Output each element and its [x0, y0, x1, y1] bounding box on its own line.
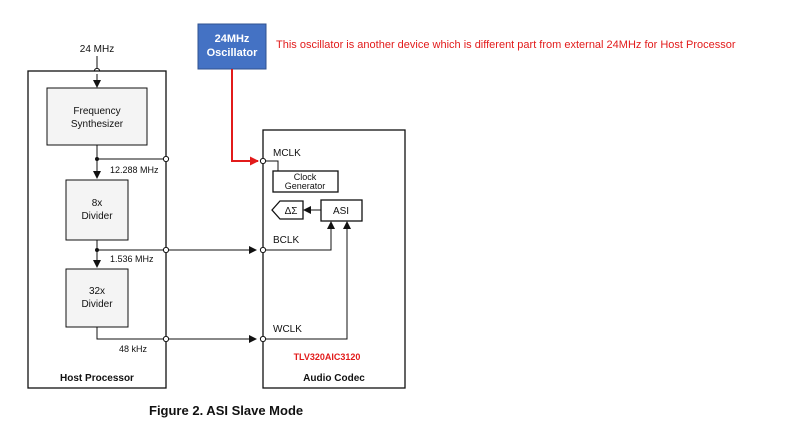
mclk-pin-label: MCLK: [273, 148, 301, 159]
codec-mclk-pin: [259, 157, 267, 165]
synth-label-2: Synthesizer: [71, 119, 124, 130]
host-mclk-pin: [162, 155, 170, 163]
bclk-pin-label: BCLK: [273, 235, 299, 246]
wclk-host-wire: [96, 327, 163, 340]
audio-codec-box: [262, 129, 406, 389]
clockgen-label-1: Clock: [294, 172, 317, 182]
delta-sigma-label: ΔΣ: [285, 206, 298, 217]
div8-label-1: 8x: [92, 198, 103, 209]
host-wclk-pin: [162, 335, 170, 343]
div8-label-2: Divider: [81, 211, 113, 222]
divider-32x-block: [65, 268, 129, 328]
mclk-to-clockgen-wire: [266, 160, 279, 171]
input-clock-label: 24 MHz: [80, 44, 114, 55]
divider-8x-block: [65, 179, 129, 241]
oscillator-to-mclk-arrow: [231, 69, 259, 166]
wclk-to-asi-arrow: [266, 221, 351, 340]
div32-label-1: 32x: [89, 286, 105, 297]
wclk-pin-label: WCLK: [273, 324, 302, 335]
audio-codec-title: Audio Codec: [303, 373, 365, 384]
clockgen-label-2: Generator: [285, 181, 326, 191]
synth-label-1: Frequency: [73, 106, 120, 117]
codec-wclk-pin: [259, 335, 267, 343]
oscillator-label-1: 24MHz: [215, 33, 250, 45]
bclk-to-asi-arrow: [266, 221, 335, 251]
asi-label: ASI: [333, 206, 349, 217]
host-bclk-pin: [162, 246, 170, 254]
freq-12288-label: 12.288 MHz: [110, 165, 159, 175]
oscillator-annotation: This oscillator is another device which …: [276, 39, 736, 51]
codec-bclk-pin: [259, 246, 267, 254]
host-processor-title: Host Processor: [60, 373, 134, 384]
figure-caption: Figure 2. ASI Slave Mode: [149, 403, 303, 418]
clock-generator-block: [272, 170, 339, 193]
oscillator-label-2: Oscillator: [207, 47, 258, 59]
asi-block: [320, 199, 363, 222]
freq-1536-label: 1.536 MHz: [110, 254, 154, 264]
div32-label-2: Divider: [81, 299, 113, 310]
freq-48k-label: 48 kHz: [119, 344, 148, 354]
codec-part-number: TLV320AIC3120: [294, 352, 361, 362]
oscillator-box: [197, 23, 267, 70]
